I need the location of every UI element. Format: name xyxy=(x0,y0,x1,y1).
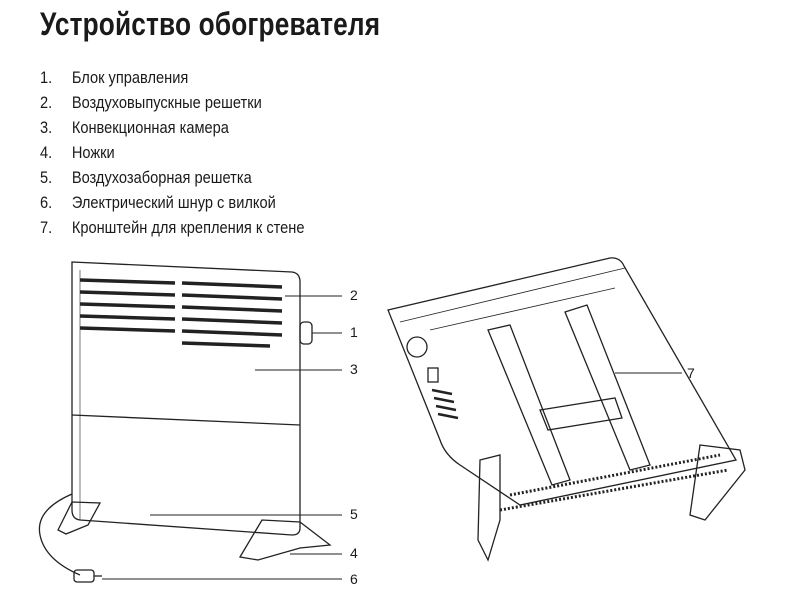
item-label: Кронштейн для крепления к стене xyxy=(71,218,305,237)
list-item: 5. Воздухозаборная решетка xyxy=(40,168,305,193)
item-label: Блок управления xyxy=(71,68,189,87)
item-number: 6. xyxy=(40,193,53,212)
item-label: Конвекционная камера xyxy=(71,118,229,137)
front-heater-illustration xyxy=(38,261,332,583)
callout-2: 2 xyxy=(350,287,358,303)
list-item: 3. Конвекционная камера xyxy=(40,118,305,143)
item-number: 4. xyxy=(40,143,53,162)
callout-7: 7 xyxy=(687,365,695,381)
item-label: Ножки xyxy=(71,143,115,162)
list-item: 2. Воздуховыпускные решетки xyxy=(40,93,305,118)
item-number: 7. xyxy=(40,218,53,237)
item-number: 1. xyxy=(40,68,53,87)
list-item: 7. Кронштейн для крепления к стене xyxy=(40,218,305,243)
back-heater-illustration xyxy=(387,257,746,562)
parts-list: 1. Блок управления 2. Воздуховыпускные реш… xyxy=(40,68,348,243)
list-item: 6. Электрический шнур с вилкой xyxy=(40,193,305,218)
item-label: Электрический шнур с вилкой xyxy=(71,193,276,212)
leader-lines xyxy=(102,295,682,580)
page-title: Устройство обогревателя xyxy=(40,6,381,42)
callout-4: 4 xyxy=(350,545,358,561)
list-item: 1. Блок управления xyxy=(40,68,305,93)
callout-6: 6 xyxy=(350,571,358,587)
item-number: 2. xyxy=(40,93,53,112)
callout-3: 3 xyxy=(350,361,358,377)
item-number: 5. xyxy=(40,168,53,187)
item-label: Воздухозаборная решетка xyxy=(71,168,252,187)
item-number: 3. xyxy=(40,118,53,137)
item-label: Воздуховыпускные решетки xyxy=(71,93,262,112)
list-item: 4. Ножки xyxy=(40,143,305,168)
callout-1: 1 xyxy=(350,324,358,340)
callout-5: 5 xyxy=(350,506,358,522)
